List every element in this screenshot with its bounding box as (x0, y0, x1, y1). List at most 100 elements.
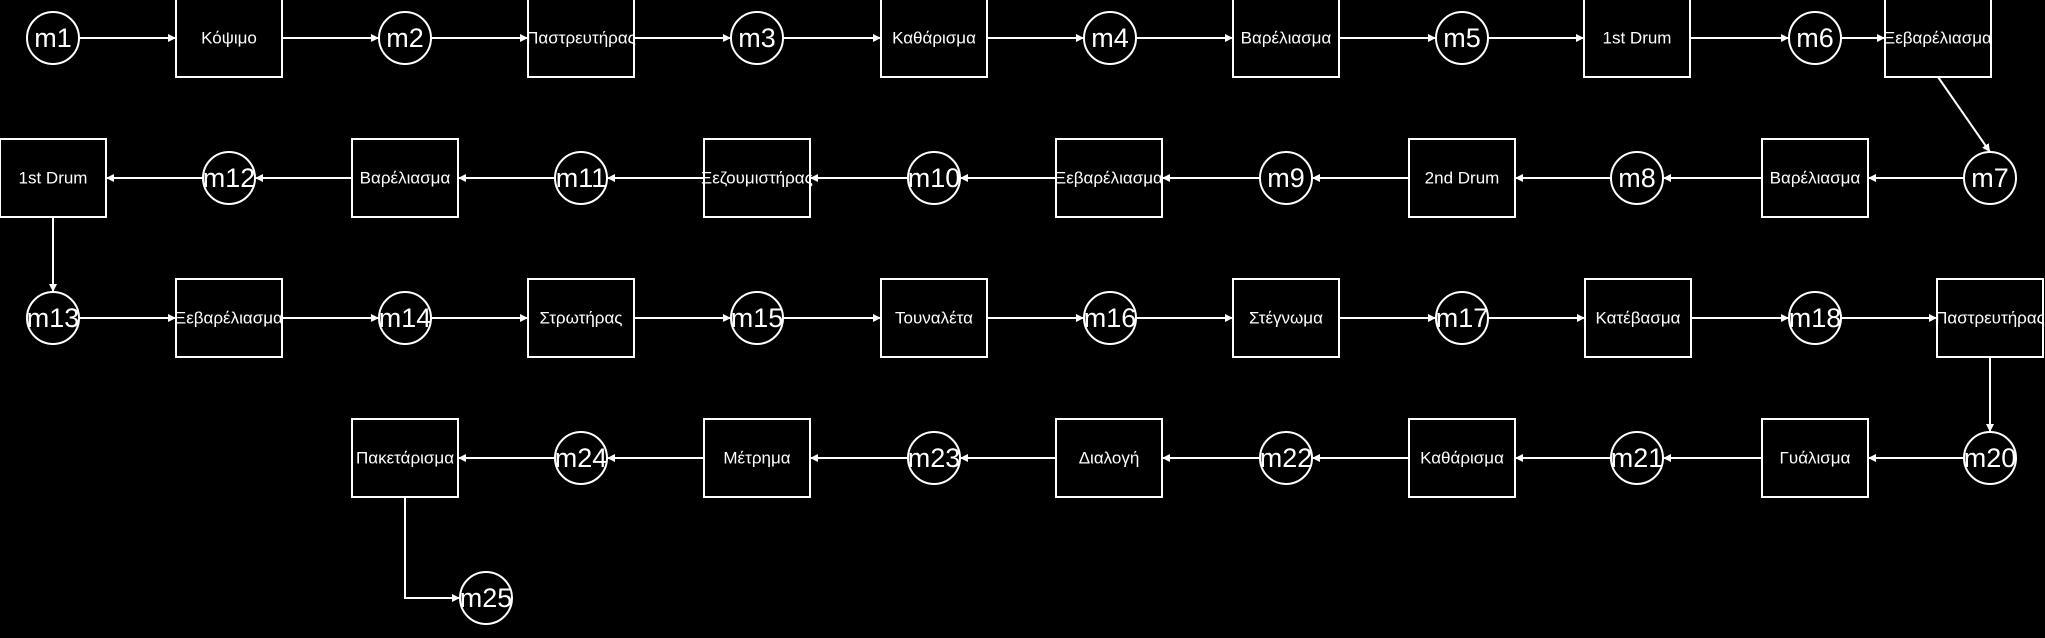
process-label: Ξεβαρέλιασμα (175, 309, 283, 328)
state-label: m9 (1267, 163, 1305, 193)
state-label: m13 (27, 303, 80, 333)
process-box (1884, 0, 1992, 78)
process-label: Ξεβαρέλιασμα (1884, 29, 1992, 48)
process-node-p17: Κατέβασμα (1584, 278, 1692, 358)
state-label: m12 (203, 163, 256, 193)
state-node-m4: m4 (1083, 11, 1137, 65)
process-box (175, 278, 283, 358)
state-circle (202, 151, 256, 205)
state-node-m23: m24 (554, 431, 608, 485)
state-circle (1963, 431, 2017, 485)
process-box (175, 0, 283, 78)
process-label: Πακετάρισμα (356, 449, 454, 468)
state-circle (1435, 291, 1489, 345)
state-circle (459, 571, 513, 625)
process-box (703, 138, 811, 218)
process-node-p20: Καθάρισμα (1408, 418, 1516, 498)
state-circle (554, 431, 608, 485)
process-label: Καθάρισμα (1420, 449, 1504, 468)
process-box (1761, 138, 1869, 218)
process-node-p19: Γυάλισμα (1761, 418, 1869, 498)
state-node-m7: m7 (1963, 151, 2017, 205)
process-label: 1st Drum (19, 169, 88, 188)
process-box (527, 278, 635, 358)
process-label: Κόψιμο (201, 29, 257, 48)
process-box (880, 0, 988, 78)
process-node-p7: Βαρέλιασμα (1761, 138, 1869, 218)
state-label: m21 (1611, 443, 1664, 473)
state-label: m2 (386, 23, 424, 53)
state-label: m8 (1618, 163, 1656, 193)
process-box (1583, 0, 1691, 78)
state-circle (730, 11, 784, 65)
state-circle (1788, 291, 1842, 345)
state-node-m20: m21 (1610, 431, 1664, 485)
process-box (703, 418, 811, 498)
state-circle (1963, 151, 2017, 205)
state-label: m15 (731, 303, 784, 333)
state-label: m3 (738, 23, 776, 53)
process-node-p16: Στέγνωμα (1232, 278, 1340, 358)
state-node-m18: m18 (1788, 291, 1842, 345)
process-box (1232, 0, 1340, 78)
process-box (1055, 418, 1163, 498)
state-label: m25 (460, 583, 513, 613)
edges-layer (49, 34, 1994, 602)
state-circle (730, 291, 784, 345)
state-node-m12: m12 (202, 151, 256, 205)
state-label: m6 (1796, 23, 1834, 53)
process-label: Κατέβασμα (1596, 309, 1681, 328)
process-label: Διαλογή (1079, 449, 1140, 468)
state-label: m20 (1964, 443, 2017, 473)
state-node-m2: m2 (378, 11, 432, 65)
process-box (527, 0, 635, 78)
process-label: Στέγνωμα (1249, 309, 1323, 328)
state-circle (1259, 151, 1313, 205)
process-box (351, 138, 459, 218)
state-label: m18 (1789, 303, 1842, 333)
state-circle (1610, 431, 1664, 485)
state-node-m16: m16 (1083, 291, 1137, 345)
state-label: m22 (1260, 443, 1313, 473)
process-box (0, 138, 107, 218)
state-node-m24: m25 (459, 571, 513, 625)
state-circle (26, 11, 80, 65)
process-box (1408, 418, 1516, 498)
state-node-m17: m17 (1435, 291, 1489, 345)
process-node-p15: Τουναλέτα (880, 278, 988, 358)
state-circle (1083, 291, 1137, 345)
process-label: Παστρευτήρας (526, 29, 636, 48)
state-circle (1788, 11, 1842, 65)
edge-p23-to-m24 (404, 497, 460, 602)
state-circle (1259, 431, 1313, 485)
process-label: Τουναλέτα (895, 309, 973, 328)
process-node-p22: Μέτρημα (703, 418, 811, 498)
state-node-m11: m11 (554, 151, 608, 205)
process-box (351, 418, 459, 498)
process-node-p23: Πακετάρισμα (351, 418, 459, 498)
process-label: Καθάρισμα (892, 29, 976, 48)
state-node-m21: m22 (1259, 431, 1313, 485)
state-label: m4 (1091, 23, 1129, 53)
state-label: m24 (555, 443, 608, 473)
process-node-p3: Καθάρισμα (880, 0, 988, 78)
process-node-p21: Διαλογή (1055, 418, 1163, 498)
state-node-m15: m15 (730, 291, 784, 345)
state-node-m5: m5 (1435, 11, 1489, 65)
state-circle (1435, 11, 1489, 65)
process-label: Στρωτήρας (540, 309, 623, 328)
process-label: Παστρευτήρας (1935, 309, 2045, 328)
state-node-m9: m9 (1259, 151, 1313, 205)
state-label: m10 (908, 163, 961, 193)
process-label: Μέτρημα (723, 449, 790, 468)
state-label: m5 (1443, 23, 1481, 53)
process-box (1936, 278, 2044, 358)
process-box (1408, 138, 1516, 218)
state-label: m17 (1436, 303, 1489, 333)
process-node-p4: Βαρέλιασμα (1232, 0, 1340, 78)
process-box (1761, 418, 1869, 498)
state-node-m19: m20 (1963, 431, 2017, 485)
state-circle (378, 291, 432, 345)
process-node-p18: Παστρευτήρας (1935, 278, 2045, 358)
